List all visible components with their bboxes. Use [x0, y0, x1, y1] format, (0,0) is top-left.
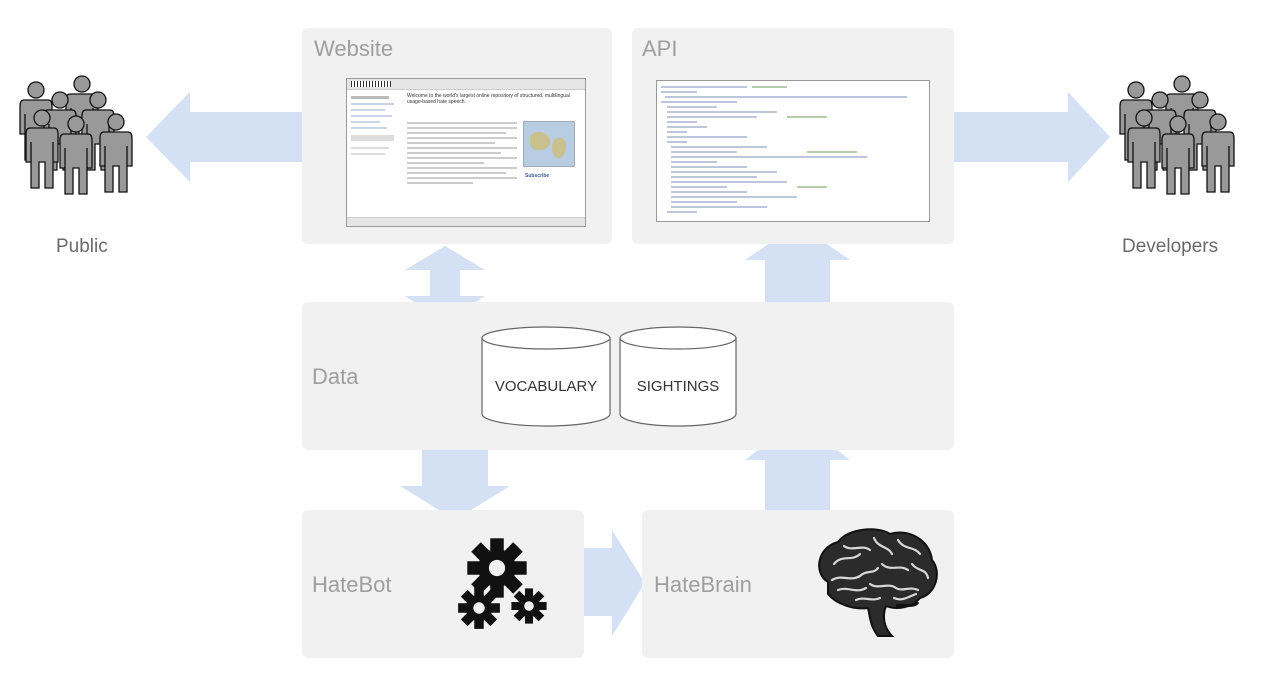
arrow-hatebot-to-hatebrain — [582, 530, 645, 636]
developers-label: Developers — [1122, 236, 1219, 257]
website-title: Website — [314, 36, 394, 61]
api-code-screenshot — [656, 80, 930, 222]
arrow-data-to-api — [745, 224, 850, 304]
gears-icon — [458, 538, 547, 629]
public-people-icon — [19, 75, 133, 195]
vocabulary-label: VOCABULARY — [495, 378, 597, 395]
arrow-api-to-developers — [952, 92, 1110, 182]
website-screenshot: Welcome to the world's largest online re… — [346, 78, 586, 227]
developers-people-icon — [1119, 75, 1235, 195]
arrow-data-to-hatebot — [400, 448, 510, 520]
vocabulary-database: VOCABULARY — [481, 326, 611, 427]
data-stores: VOCABULARY SIGHTINGS — [481, 326, 737, 427]
hatebot-title: HateBot — [312, 572, 392, 597]
public-label: Public — [56, 236, 108, 257]
arrow-website-to-public — [146, 92, 304, 182]
hatebot-box: HateBot — [302, 510, 584, 658]
api-box: API — [632, 28, 954, 244]
website-box: Website Welcome to the world's largest o… — [302, 28, 612, 244]
sightings-database: SIGHTINGS — [619, 326, 737, 427]
api-title: API — [642, 36, 678, 61]
screenshot-heading: Welcome to the world's largest online re… — [407, 93, 570, 105]
brain-icon — [818, 528, 938, 637]
data-box: Data VOCABULARY SIGHTINGS — [302, 302, 954, 450]
hatebrain-title: HateBrain — [654, 572, 752, 597]
hatebrain-box: HateBrain — [642, 510, 954, 658]
screenshot-map — [523, 121, 575, 167]
data-title: Data — [312, 364, 359, 389]
screenshot-subscribe: Subscribe — [525, 173, 550, 179]
sightings-label: SIGHTINGS — [637, 378, 720, 395]
